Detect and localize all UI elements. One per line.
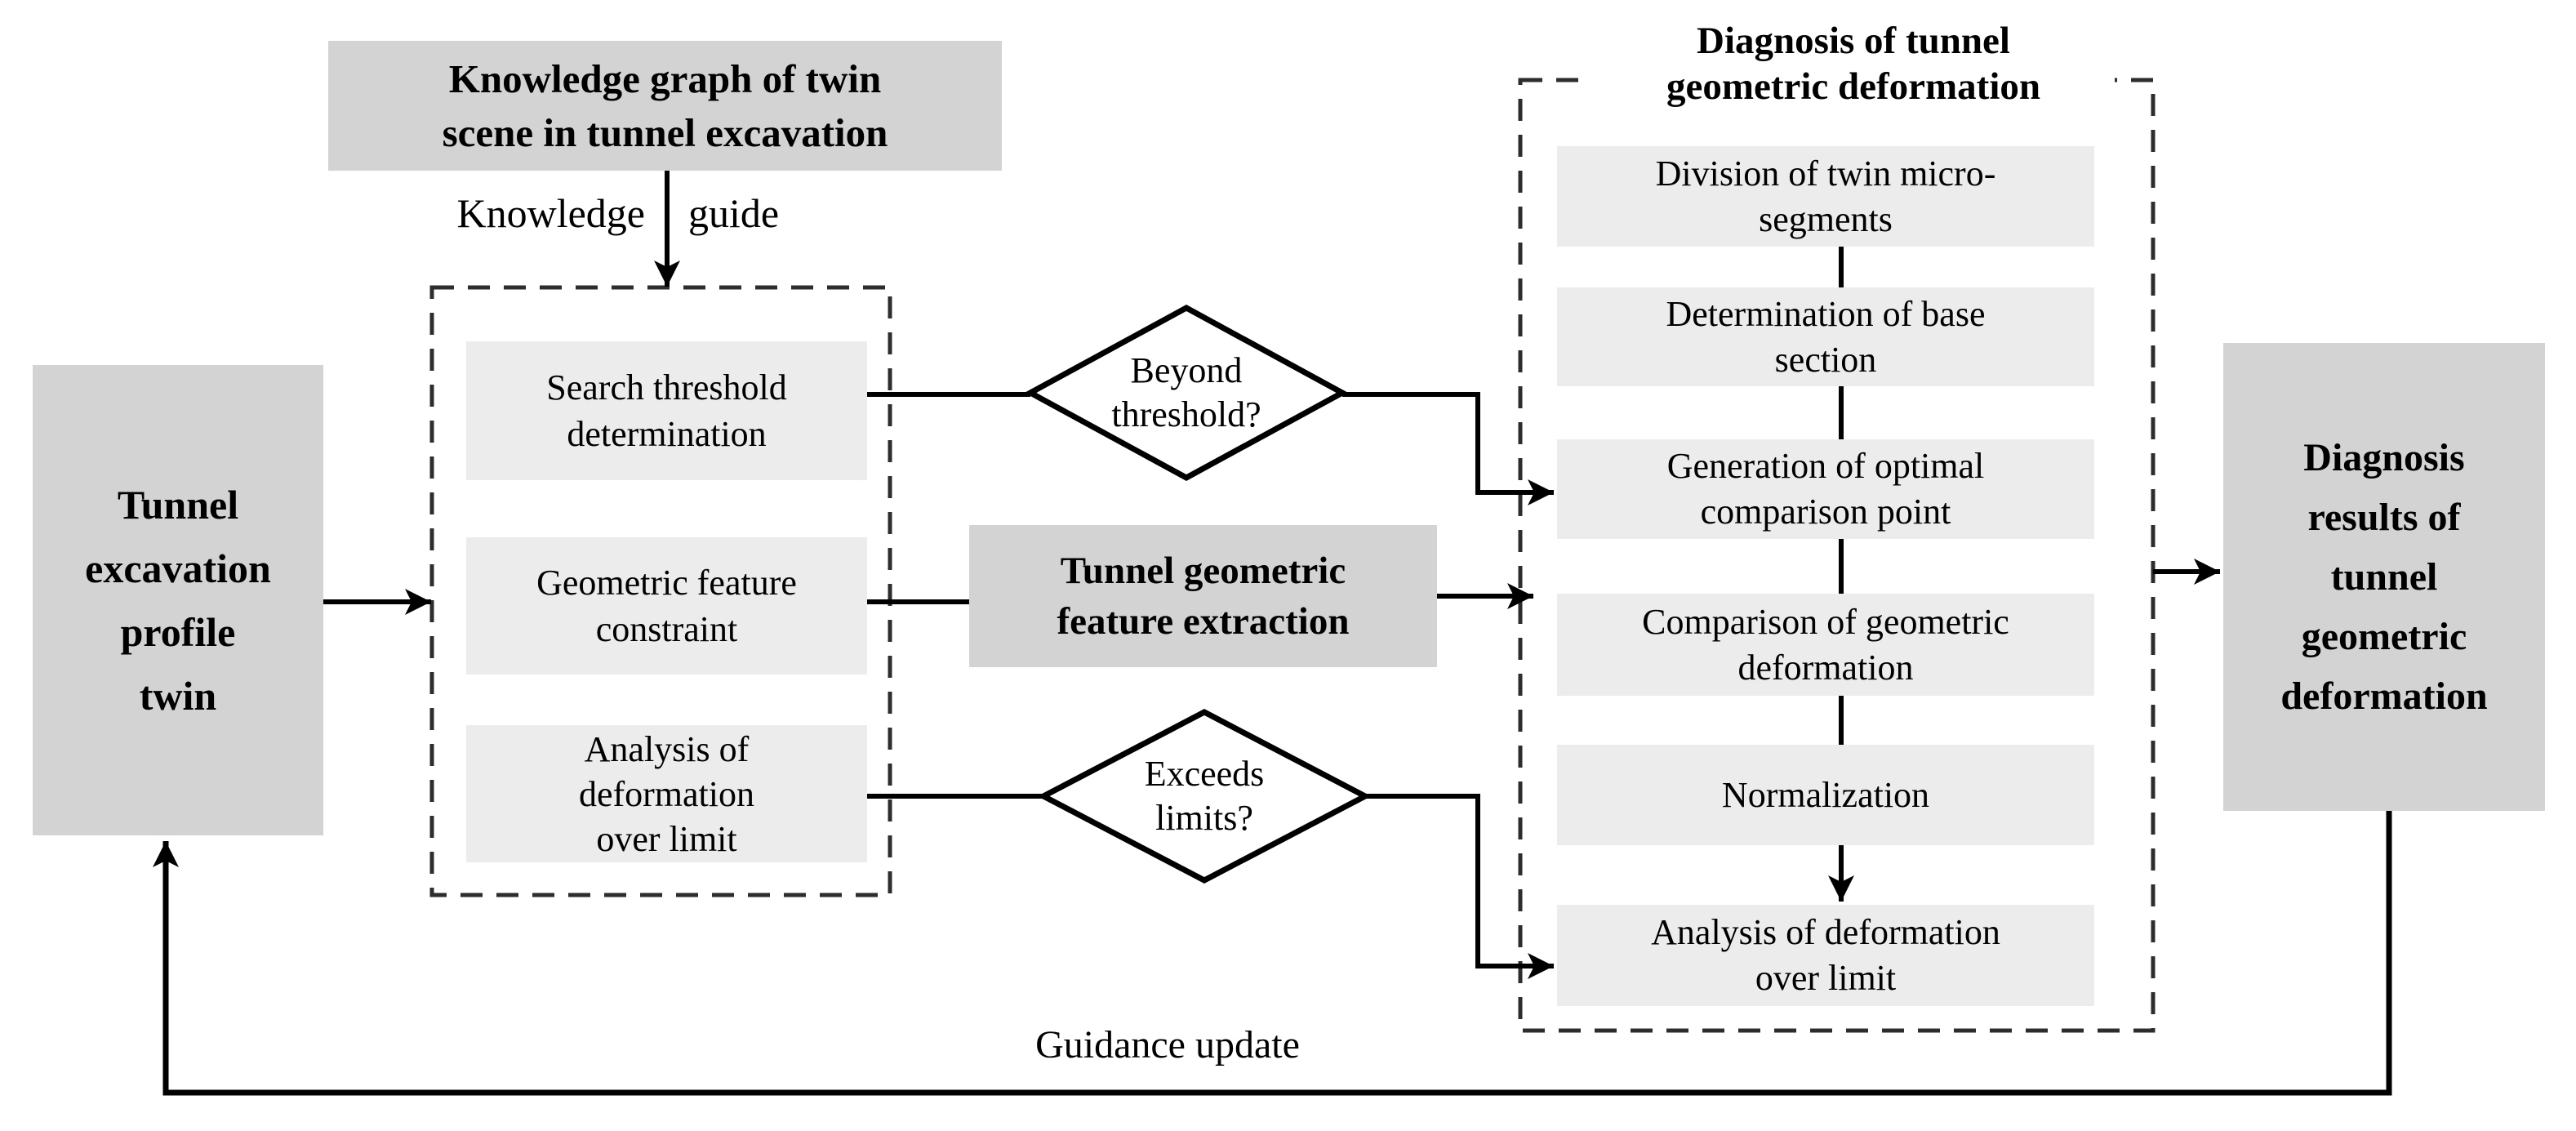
arrow-exceeds-to-analysis <box>1361 794 1554 979</box>
arrow-beyond-to-generation <box>1342 392 1554 505</box>
step-division-twin-micro-segments: Division of twin micro- segments <box>1557 146 2094 247</box>
step-comparison-geometric-deformation: Comparison of geometric deformation <box>1557 594 2094 696</box>
step-analysis-deformation-over-limit-right: Analysis of deformation over limit <box>1557 905 2094 1006</box>
tunnel-geometric-feature-extraction-box: Tunnel geometric feature extraction <box>969 525 1437 667</box>
diagnosis-results-box: Diagnosis results of tunnel geometric de… <box>2223 343 2545 811</box>
edge-label-guide: guide <box>688 190 780 236</box>
tunnel-excavation-profile-twin-box: Tunnel excavation profile twin <box>33 365 323 835</box>
edge-label-guidance-update: Guidance update <box>1035 1023 1300 1066</box>
step-geometric-feature-constraint: Geometric feature constraint <box>466 537 867 675</box>
edge-label-knowledge: Knowledge <box>456 190 646 236</box>
step-normalization: Normalization <box>1557 745 2094 845</box>
step-analysis-deformation-over-limit-left: Analysis of deformation over limit <box>466 725 867 862</box>
step-determination-base-section: Determination of base section <box>1557 287 2094 386</box>
knowledge-graph-box: Knowledge graph of twin scene in tunnel … <box>328 41 1002 171</box>
diagnosis-panel-title: Diagnosis of tunnel geometric deformatio… <box>1592 15 2115 113</box>
decision-label-beyond-threshold: Beyond threshold? <box>1111 350 1261 434</box>
step-search-threshold-determination: Search threshold determination <box>466 341 867 480</box>
decision-label-exceeds-limits: Exceeds limits? <box>1144 754 1265 838</box>
step-generation-optimal-comparison-point: Generation of optimal comparison point <box>1557 439 2094 539</box>
